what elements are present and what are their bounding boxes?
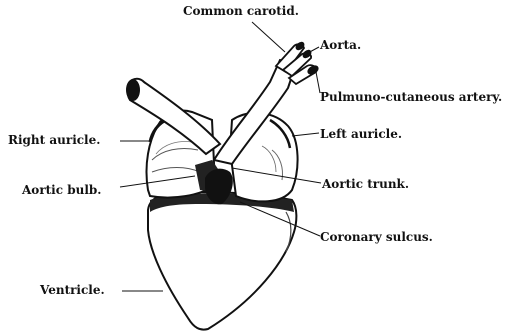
label-coronary-sulcus: Coronary sulcus. (320, 230, 433, 244)
label-common-carotid: Common carotid. (183, 4, 299, 18)
label-pulmo-cutaneous-artery: Pulmuno-cutaneous artery. (320, 90, 502, 104)
label-aorta: Aorta. (320, 38, 361, 52)
label-aortic-trunk: Aortic trunk. (322, 177, 409, 191)
label-ventricle: Ventricle. (40, 283, 105, 297)
label-left-auricle: Left auricle. (320, 127, 402, 141)
ventricle-shape (148, 192, 296, 330)
label-right-auricle: Right auricle. (8, 133, 100, 147)
label-aortic-bulb: Aortic bulb. (22, 183, 101, 197)
